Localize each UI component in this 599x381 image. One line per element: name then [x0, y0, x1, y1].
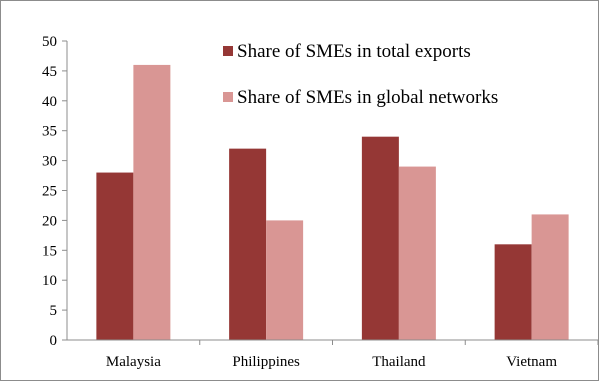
bar-thailand-series-2	[398, 166, 436, 340]
x-tick-label-vietnam: Vietnam	[506, 354, 557, 370]
y-tick-label: 0	[50, 333, 58, 349]
y-tick-label: 25	[42, 184, 57, 200]
bar-vietnam-series-1	[494, 244, 532, 340]
x-axis: Malaysia Philippines Thailand Vietnam	[67, 339, 598, 370]
y-axis: 0 5 10 15 20 25 30 35 40 45 50	[42, 34, 68, 349]
y-tick-label: 40	[42, 94, 57, 110]
x-tick-label-malaysia: Malaysia	[106, 354, 161, 370]
y-tick-label: 30	[42, 154, 57, 170]
y-tick-label: 10	[42, 273, 57, 289]
bar-philippines-series-1	[229, 148, 267, 340]
x-tick-label-thailand: Thailand	[372, 354, 426, 370]
y-tick-label: 35	[42, 124, 57, 140]
bar-philippines-series-2	[266, 220, 304, 340]
y-tick-label: 15	[42, 243, 57, 259]
bar-malaysia-series-2	[133, 64, 171, 341]
bar-thailand-series-1	[361, 136, 399, 340]
y-tick-label: 45	[42, 64, 57, 80]
bar-malaysia-series-1	[96, 172, 134, 340]
legend-label-series-2: Share of SMEs in global networks	[237, 87, 498, 108]
legend-swatch-series-2	[223, 92, 233, 102]
y-tick-label: 20	[42, 213, 57, 229]
x-tick-label-philippines: Philippines	[232, 354, 300, 370]
legend-label-series-1: Share of SMEs in total exports	[237, 41, 471, 62]
y-tick-label: 5	[50, 303, 58, 319]
y-tick-label: 50	[42, 34, 57, 50]
legend-swatch-series-1	[223, 46, 233, 56]
bar-vietnam-series-2	[531, 214, 569, 340]
bars	[96, 64, 569, 341]
